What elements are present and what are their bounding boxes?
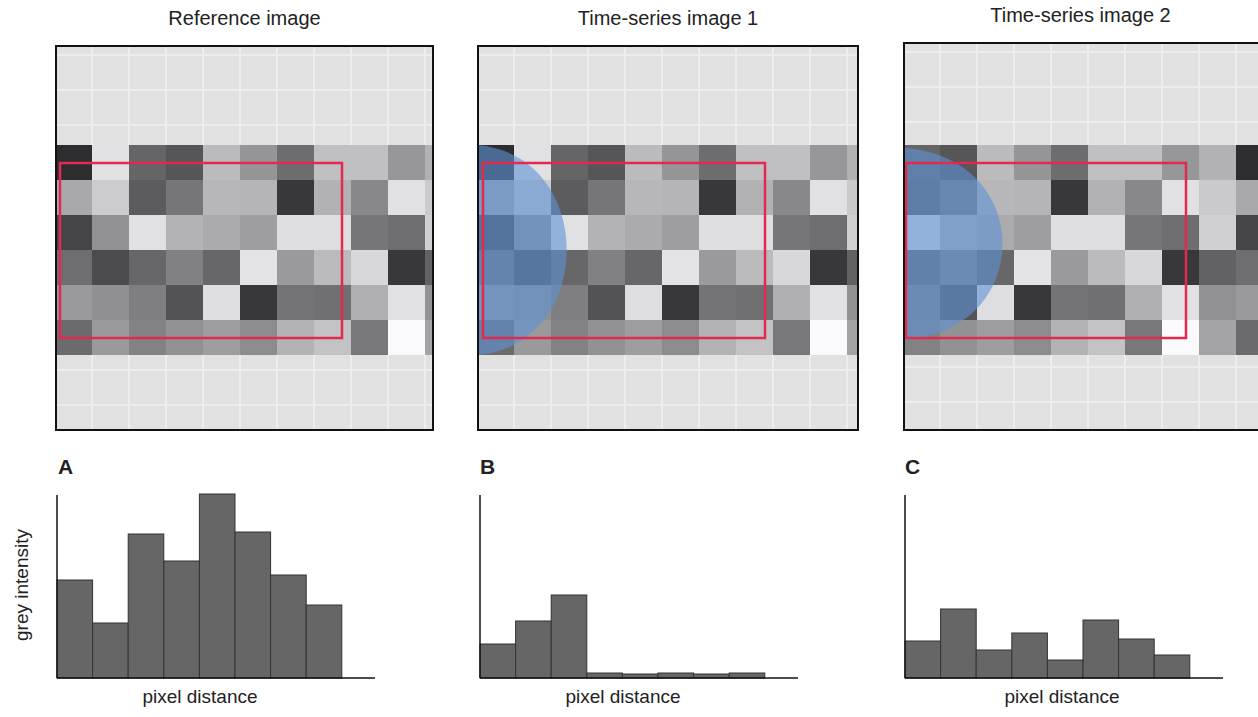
- image-frame: Reference image: [55, 45, 434, 431]
- panel-letter: C: [905, 455, 920, 479]
- axis-label: pixel distance: [142, 686, 257, 708]
- axis-label: pixel distance: [1004, 686, 1119, 708]
- blue-blob: [905, 148, 1003, 340]
- roi-rectangle: [906, 163, 1186, 338]
- roi-rectangle: [60, 163, 342, 338]
- axis-label: grey intensity: [11, 529, 33, 641]
- pixel-image: [477, 45, 859, 431]
- bar-chart: [905, 495, 1223, 678]
- panel-letter: A: [58, 455, 73, 479]
- pixel-image: [55, 45, 434, 431]
- panel-title: Time-series image 1: [479, 7, 857, 30]
- roi-rectangle: [483, 163, 765, 338]
- pixel-image: [903, 42, 1258, 431]
- bar-chart: [57, 494, 375, 678]
- panel-letter: B: [480, 455, 495, 479]
- panel-title: Reference image: [57, 7, 432, 30]
- axis-label: pixel distance: [565, 686, 680, 708]
- image-frame: Time-series image 1: [477, 45, 859, 431]
- blue-blob: [477, 145, 567, 355]
- panel-title: Time-series image 2: [905, 4, 1256, 27]
- bar-chart: [480, 495, 798, 678]
- image-frame: Time-series image 2: [903, 42, 1258, 431]
